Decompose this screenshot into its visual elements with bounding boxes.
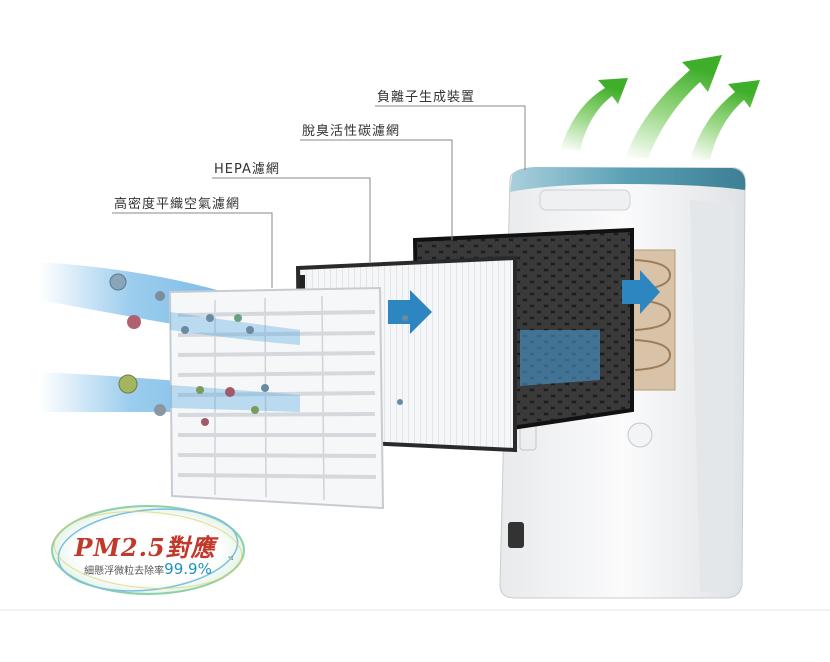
- particle: [225, 387, 235, 397]
- pm25-badge-subtitle: 細懸浮微粒去除率99.9%: [58, 560, 238, 579]
- leader-hepa: [212, 177, 371, 262]
- leader-carbon: [300, 139, 453, 240]
- top-cover: [510, 167, 746, 192]
- particle: [397, 399, 403, 405]
- particle: [234, 314, 242, 322]
- lower-knob: [627, 422, 653, 448]
- green-arrow-1: [560, 78, 628, 150]
- flow-arrow-hepa: [388, 290, 432, 334]
- particles: [109, 273, 408, 426]
- leader-mesh: [112, 212, 273, 288]
- leader-lines: [112, 105, 526, 288]
- particle: [181, 326, 189, 334]
- callout-mesh-filter: 高密度平織空氣濾網: [114, 197, 241, 212]
- callout-hepa-filter: HEPA濾網: [214, 162, 280, 177]
- pm25-badge-frame: [51, 505, 245, 595]
- handle-slot: [539, 189, 631, 211]
- particle: [118, 374, 138, 394]
- particle: [201, 418, 209, 426]
- particle: [402, 315, 408, 321]
- particle: [246, 326, 254, 334]
- green-arrow-3: [690, 80, 760, 160]
- particle: [109, 273, 127, 291]
- particle: [196, 386, 204, 394]
- callout-carbon-filter: 脫臭活性碳濾網: [302, 124, 401, 139]
- particle: [127, 315, 141, 329]
- green-arrow-2: [625, 55, 722, 158]
- flow-arrow-coil: [622, 270, 660, 314]
- particle: [154, 404, 166, 416]
- side-panel: [690, 200, 735, 592]
- pm25-badge-title: PM2.5對應: [74, 533, 216, 562]
- mesh-filter: [168, 286, 385, 510]
- drain-port: [508, 522, 524, 548]
- particle: [206, 314, 214, 322]
- pm25-badge-subtitle-value: 99.9%: [164, 560, 212, 578]
- particle: [155, 291, 165, 301]
- pm25-badge-note: *1: [228, 556, 234, 562]
- leader-ion: [375, 105, 526, 170]
- pm25-badge-subtitle-label: 細懸浮微粒去除率: [84, 566, 165, 577]
- particle: [251, 406, 259, 414]
- particle: [261, 384, 269, 392]
- exhaust-arrows: [560, 55, 760, 160]
- callout-ion-generator: 負離子生成裝置: [377, 90, 476, 105]
